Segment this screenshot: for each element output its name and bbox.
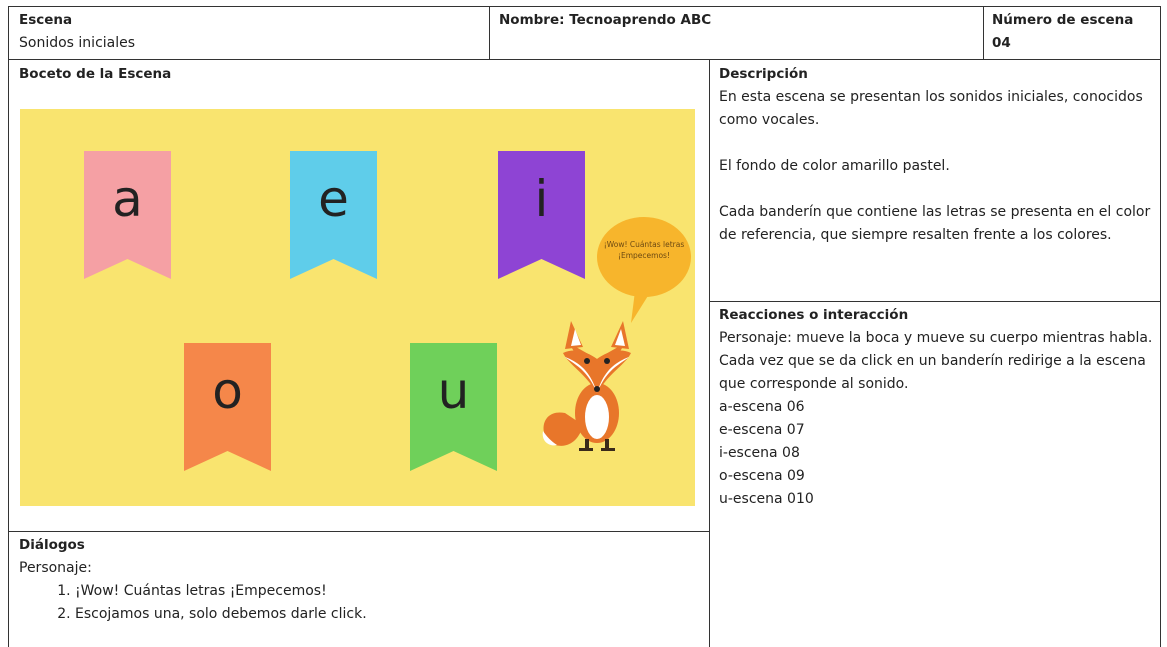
reacciones-p2: Cada vez que se da click en un banderín … bbox=[719, 353, 1146, 392]
banner-u[interactable]: u bbox=[410, 343, 497, 471]
descripcion-p2: El fondo de color amarillo pastel. bbox=[719, 158, 950, 174]
banner-e[interactable]: e bbox=[290, 151, 377, 279]
dialogo-item-2: Escojamos una, solo debemos darle click. bbox=[75, 603, 699, 626]
nombre-cell: Nombre: Tecnoaprendo ABC bbox=[499, 9, 979, 32]
escena-label: Escena bbox=[19, 12, 73, 28]
dialogos-label: Diálogos bbox=[19, 537, 85, 553]
banner-o[interactable]: o bbox=[184, 343, 271, 471]
banner-u-shape bbox=[410, 343, 497, 471]
link-escena-a: a-escena 06 bbox=[719, 399, 805, 415]
banner-e-shape bbox=[290, 151, 377, 279]
descripcion-label: Descripción bbox=[719, 66, 808, 82]
scene-sheet: Escena Sonidos iniciales Nombre: Tecnoap… bbox=[8, 6, 1161, 647]
link-escena-o: o-escena 09 bbox=[719, 468, 805, 484]
banner-i[interactable]: i bbox=[498, 151, 585, 279]
dialogo-item-1: ¡Wow! Cuántas letras ¡Empecemos! bbox=[75, 580, 699, 603]
banner-e-letter: e bbox=[318, 170, 349, 228]
dialogos-personaje: Personaje: bbox=[19, 560, 92, 576]
col-divider-body bbox=[709, 59, 710, 647]
col-divider-header-2 bbox=[983, 7, 984, 59]
fox-icon bbox=[542, 321, 631, 451]
numero-cell: Número de escena 04 bbox=[992, 9, 1157, 55]
dialogos-cell: Diálogos Personaje: ¡Wow! Cuántas letras… bbox=[19, 534, 699, 626]
descripcion-p3: Cada banderín que contiene las letras se… bbox=[719, 204, 1151, 243]
speech-bubble-text: ¡Wow! Cuántas letras ¡Empecemos! bbox=[603, 240, 685, 260]
numero-label: Número de escena bbox=[992, 12, 1134, 28]
banner-i-letter: i bbox=[534, 170, 549, 228]
escena-cell: Escena Sonidos iniciales bbox=[19, 9, 484, 55]
speech-bubble: ¡Wow! Cuántas letras ¡Empecemos! bbox=[595, 215, 693, 323]
fox-character[interactable] bbox=[535, 313, 650, 453]
link-escena-e: e-escena 07 bbox=[719, 422, 805, 438]
descripcion-cell: Descripción En esta escena se presentan … bbox=[719, 63, 1155, 247]
link-escena-u: u-escena 010 bbox=[719, 491, 814, 507]
speech-bubble-shape bbox=[597, 217, 691, 323]
dialogos-list: ¡Wow! Cuántas letras ¡Empecemos! Escojam… bbox=[19, 580, 699, 626]
reacciones-label: Reacciones o interacción bbox=[719, 307, 909, 323]
reacciones-cell: Reacciones o interacción Personaje: muev… bbox=[719, 304, 1155, 511]
row-divider-header bbox=[9, 59, 1160, 60]
banner-a[interactable]: a bbox=[84, 151, 171, 279]
descripcion-p1: En esta escena se presentan los sonidos … bbox=[719, 89, 1143, 128]
banner-u-letter: u bbox=[437, 362, 470, 420]
banner-a-letter: a bbox=[112, 170, 143, 228]
boceto-cell: Boceto de la Escena bbox=[19, 63, 699, 86]
banner-o-shape bbox=[184, 343, 271, 471]
banner-i-shape bbox=[498, 151, 585, 279]
col-divider-header-1 bbox=[489, 7, 490, 59]
link-escena-i: i-escena 08 bbox=[719, 445, 800, 461]
row-divider-left bbox=[9, 531, 709, 532]
banner-a-shape bbox=[84, 151, 171, 279]
scene-sketch: a e i o u ¡Wow! Cuántas letras ¡Empecemo… bbox=[20, 109, 695, 506]
nombre-text: Nombre: Tecnoaprendo ABC bbox=[499, 12, 712, 28]
banner-o-letter: o bbox=[212, 362, 243, 420]
reacciones-p1: Personaje: mueve la boca y mueve su cuer… bbox=[719, 330, 1153, 346]
escena-value: Sonidos iniciales bbox=[19, 35, 136, 51]
numero-value: 04 bbox=[992, 35, 1011, 51]
row-divider-right bbox=[709, 301, 1160, 302]
boceto-label: Boceto de la Escena bbox=[19, 66, 172, 82]
